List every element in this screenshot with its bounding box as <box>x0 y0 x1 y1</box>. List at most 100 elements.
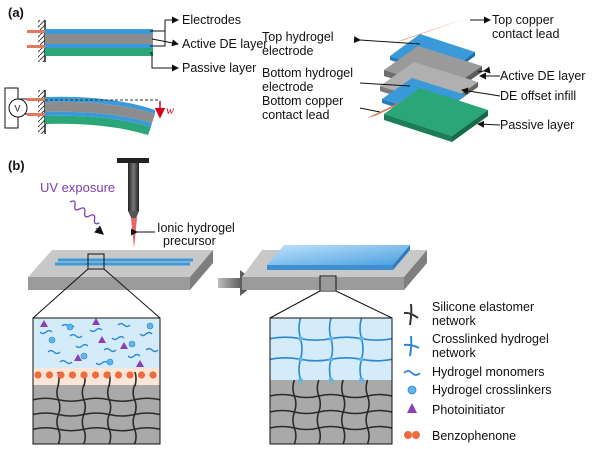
printer-nozzle-icon <box>117 158 149 248</box>
monomer <box>39 329 53 335</box>
crosslink-node <box>328 336 334 342</box>
crosslinker <box>128 340 136 348</box>
cured-hydrogel-film <box>267 245 410 265</box>
cross-section-before <box>32 317 161 445</box>
uv-wave-icon <box>69 200 100 225</box>
label-offset-infill: DE offset infill <box>500 89 576 103</box>
crosslinker <box>146 322 154 330</box>
voltage-symbol: V <box>15 104 21 114</box>
active-de-pointer <box>151 38 179 47</box>
legend-label: Hydrogel monomers <box>432 365 545 379</box>
network-strand <box>32 426 161 432</box>
label-top-hydrogel-1: Top hydrogel <box>262 30 334 44</box>
legend-label: network <box>432 346 477 360</box>
legend-label: Benzophenone <box>432 429 516 443</box>
dispensed-stream <box>131 218 137 248</box>
benzophenone-dot <box>91 371 100 379</box>
network-strand <box>269 409 393 415</box>
cross-section-after <box>269 317 393 445</box>
network-strand <box>359 317 364 381</box>
monomer <box>47 349 61 355</box>
zoom-box-left <box>87 253 105 270</box>
benzophenone-dot <box>57 371 65 379</box>
panel-a-label: (a) <box>8 5 24 20</box>
monomer <box>117 322 131 328</box>
label-passive: Passive layer <box>182 61 256 75</box>
label-bottom-copper-2: contact lead <box>262 108 329 122</box>
benzophenone-dot <box>137 371 146 379</box>
hydrogel-network-icon <box>403 335 420 357</box>
photoinitiator-icon <box>407 403 417 413</box>
crosslink-node <box>328 356 334 362</box>
silicone-network-icon <box>403 303 419 326</box>
top-copper-lead <box>396 19 464 42</box>
network-strand <box>32 397 161 403</box>
network-strand <box>298 317 303 381</box>
photoinitiator <box>98 336 106 343</box>
crosslink-node <box>359 336 364 342</box>
exploded-stack <box>353 16 501 142</box>
network-strand <box>134 371 137 387</box>
benzophenone-icon <box>404 431 420 439</box>
crosslink-node <box>298 336 303 342</box>
legend-label: Hydrogel crosslinkers <box>432 383 551 397</box>
actuator-bent <box>4 87 166 135</box>
network-strand <box>328 317 334 381</box>
benzophenone-dot <box>103 371 111 379</box>
crosslink-node <box>328 377 334 383</box>
photoinitiator <box>40 320 48 327</box>
photoinitiator <box>92 318 100 325</box>
elastomer-region-after <box>270 380 392 444</box>
bottom-contact-lead <box>27 45 45 48</box>
legend <box>403 303 421 439</box>
benzophenone-dot <box>80 371 88 379</box>
photoinitiator <box>136 360 144 367</box>
crosslink-node <box>359 377 364 383</box>
legend-label: Crosslinked hydrogel <box>432 332 549 346</box>
legend-label: Photoinitiator <box>432 403 505 417</box>
label-stack-active-de: Active DE layer <box>500 69 585 83</box>
crosslinker <box>80 352 88 360</box>
benzophenone-dot <box>114 371 123 379</box>
clamp-wall <box>38 20 45 62</box>
deflection-symbol: w <box>166 103 174 117</box>
label-precursor-2: precursor <box>163 234 216 248</box>
label-top-copper-2: contact lead <box>492 27 559 41</box>
benzophenone-dot <box>68 371 77 379</box>
legend-label: network <box>432 314 477 328</box>
monomer <box>95 360 109 366</box>
label-top-hydrogel-2: electrode <box>262 44 313 58</box>
benzophenone-dot <box>45 371 54 379</box>
network-strand <box>269 425 393 431</box>
label-active-de: Active DE layer <box>182 37 267 51</box>
crosslink-node <box>298 377 303 383</box>
uv-exposure-label: UV exposure <box>40 180 115 195</box>
substrate-after <box>242 245 427 292</box>
network-strand <box>269 393 393 399</box>
bottom-electrode <box>45 44 153 48</box>
monomer <box>111 335 125 341</box>
photoinitiator <box>120 342 128 349</box>
benzophenone-dot <box>34 371 42 379</box>
top-electrode <box>45 29 153 34</box>
crosslink-node <box>359 356 364 362</box>
label-precursor-1: Ionic hydrogel <box>157 221 235 235</box>
legend-label: Silicone elastomer <box>432 300 534 314</box>
panel-b-label: (b) <box>8 158 25 173</box>
crosslinker-icon <box>407 385 417 395</box>
monomer <box>103 347 117 353</box>
active-de-layer <box>45 34 153 44</box>
benzophenone-dot <box>126 371 134 379</box>
monomer <box>69 333 83 339</box>
precursor-region <box>33 318 160 376</box>
label-top-copper-1: Top copper <box>492 13 554 27</box>
monomer <box>127 353 141 359</box>
monomer <box>145 347 159 353</box>
label-bottom-copper-1: Bottom copper <box>262 94 343 108</box>
photoinitiator <box>74 354 82 361</box>
hydrogel-region <box>270 318 392 380</box>
monomer <box>75 343 89 349</box>
crosslinker <box>66 323 74 331</box>
monomer <box>59 359 73 365</box>
